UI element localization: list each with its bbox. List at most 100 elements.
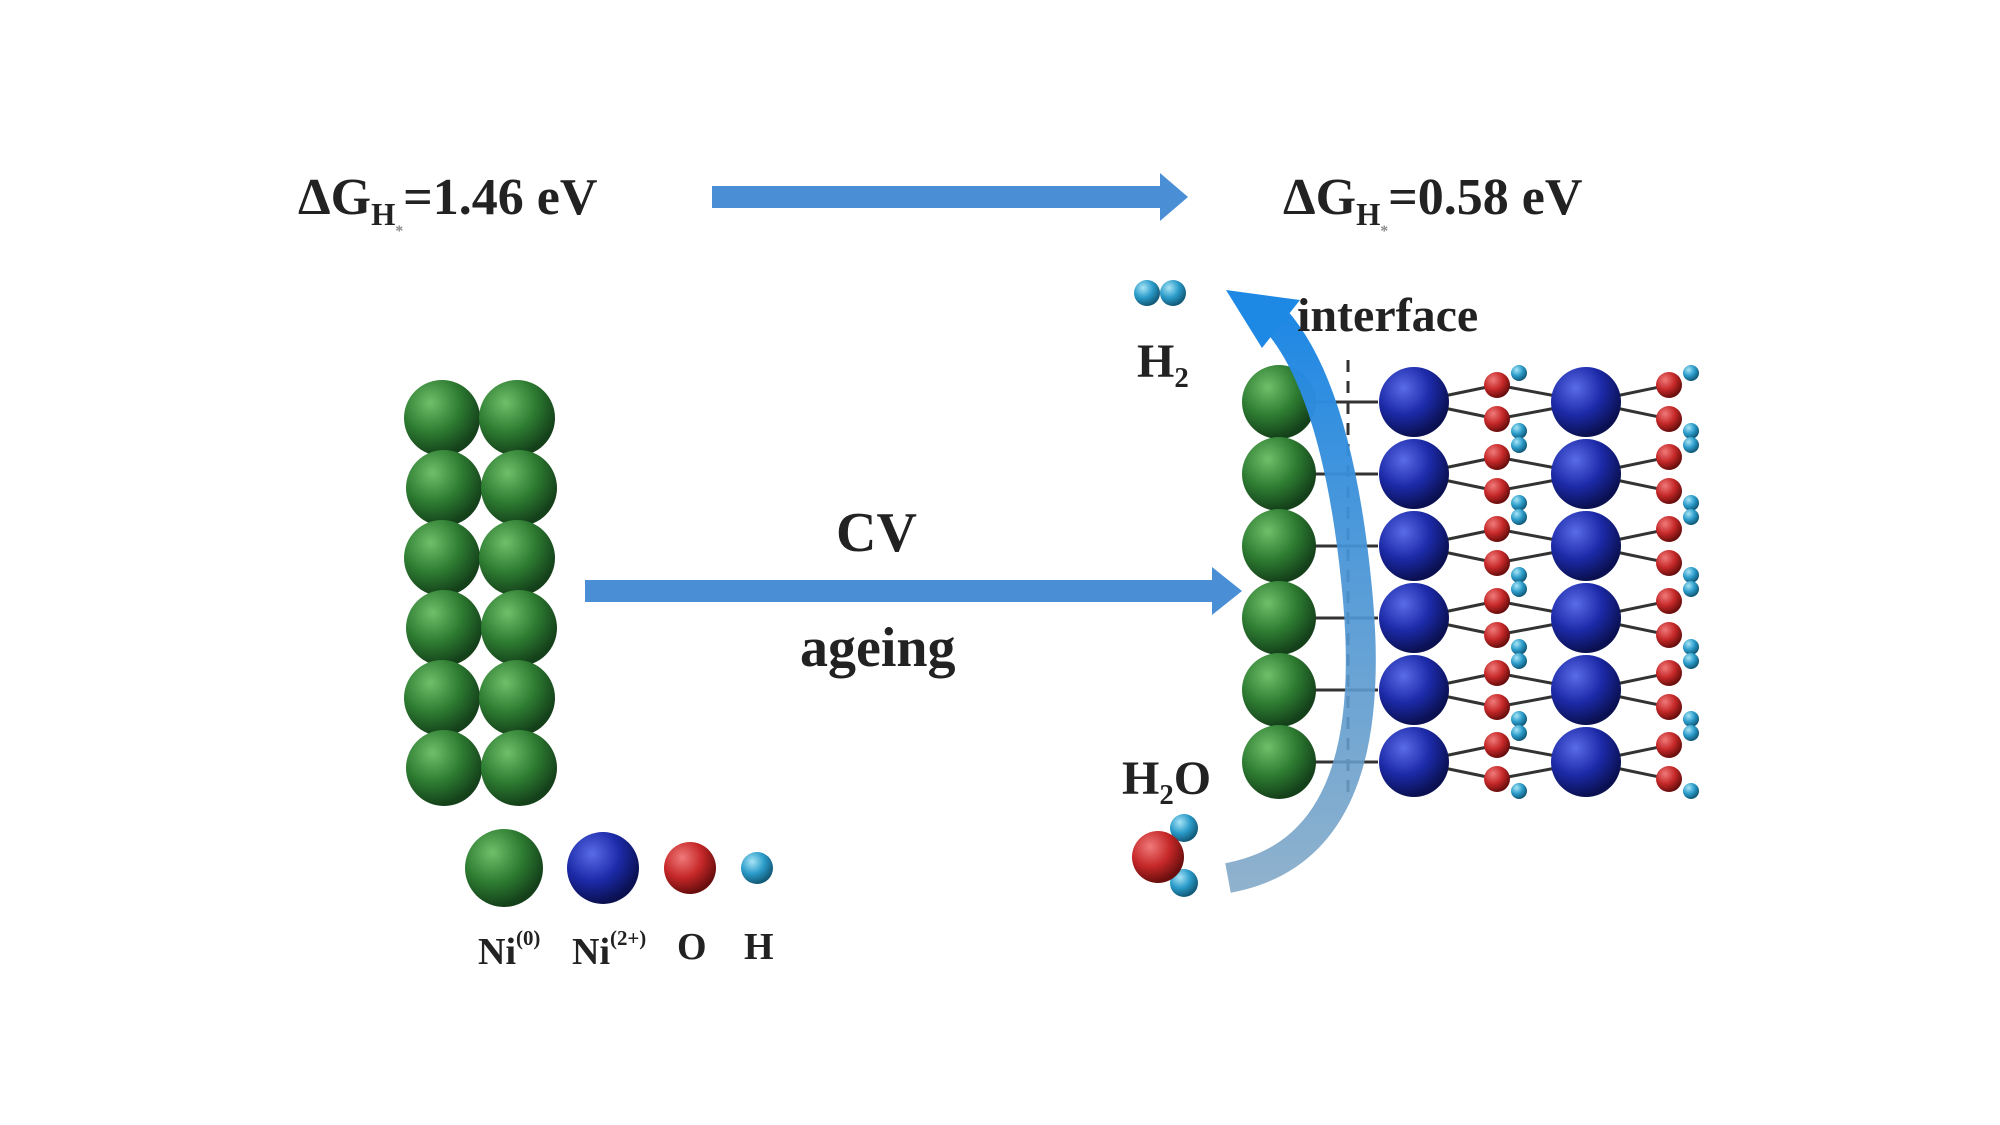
ni0-slab-initial xyxy=(404,380,557,806)
oxygen-atom xyxy=(1656,622,1682,648)
hydrogen-atom xyxy=(1683,567,1699,583)
ni0-atom xyxy=(1242,725,1316,799)
oxygen-atom xyxy=(1484,406,1510,432)
hydrogen-atom xyxy=(1683,783,1699,799)
adsorption-mark: * xyxy=(1380,222,1389,240)
ni-niooh-structure xyxy=(1242,365,1699,799)
ni2-atom xyxy=(1551,583,1621,653)
hydrogen-atom xyxy=(1683,653,1699,669)
oxygen-atom xyxy=(1656,406,1682,432)
oxygen-atom xyxy=(1484,766,1510,792)
legend-ni0-sphere xyxy=(465,829,543,907)
oxygen-atom xyxy=(1656,478,1682,504)
h2o-label: H2O xyxy=(1122,752,1212,812)
oxygen-atom xyxy=(1484,732,1510,758)
oxygen-atom xyxy=(1656,732,1682,758)
ni0-atom xyxy=(481,450,557,526)
adsorption-mark: * xyxy=(395,222,404,240)
ni2-atom xyxy=(1379,655,1449,725)
hydrogen-atom xyxy=(1511,365,1527,381)
oxygen-atom xyxy=(1484,478,1510,504)
ni0-atom xyxy=(479,520,555,596)
oxygen-atom xyxy=(1656,550,1682,576)
ni2-atom xyxy=(1551,367,1621,437)
ni0-atom xyxy=(406,450,482,526)
delta-g-symbol: ΔG xyxy=(298,169,372,226)
hydrogen-atom xyxy=(1511,423,1527,439)
hydrogen-atom xyxy=(1683,495,1699,511)
hydrogen-atom xyxy=(1683,639,1699,655)
ni0-atom xyxy=(1242,653,1316,727)
legend-o-sphere xyxy=(664,842,716,894)
hydrogen-atom xyxy=(1511,437,1527,453)
cv-label: CV xyxy=(836,502,917,564)
oxygen-atom xyxy=(1484,516,1510,542)
delta-g-before-value: =1.46 eV xyxy=(403,169,598,226)
ni2-atom xyxy=(1551,727,1621,797)
oxygen-atom xyxy=(1484,588,1510,614)
oxygen-atom xyxy=(1656,588,1682,614)
ni0-atom xyxy=(481,590,557,666)
legend-label-h: H xyxy=(744,926,774,968)
oxygen-atom xyxy=(1484,372,1510,398)
hydrogen-atom xyxy=(1683,725,1699,741)
hydrogen-atom xyxy=(1511,581,1527,597)
h2-label: H2 xyxy=(1137,335,1189,395)
ni0-atom xyxy=(404,660,480,736)
hydrogen-atom xyxy=(1511,495,1527,511)
ni0-atom xyxy=(406,730,482,806)
oxygen-atom xyxy=(1656,372,1682,398)
h2-molecule xyxy=(1134,280,1186,306)
delta-g-subscript: H* xyxy=(371,196,404,240)
hydrogen-atom xyxy=(1511,725,1527,741)
oxygen-atom xyxy=(1484,550,1510,576)
reaction-curve-arrow xyxy=(1224,290,1376,893)
oxygen-atom xyxy=(1656,660,1682,686)
hydrogen-atom xyxy=(1511,783,1527,799)
ni2-atom xyxy=(1379,727,1449,797)
oxygen-atom xyxy=(1484,622,1510,648)
ni0-atom xyxy=(1242,581,1316,655)
hydrogen-atom xyxy=(1683,437,1699,453)
hydrogen-atom xyxy=(1683,423,1699,439)
legend-label-ni0: Ni(0) xyxy=(478,926,541,973)
hydrogen-atom xyxy=(1511,711,1527,727)
legend-ni2-sphere xyxy=(567,832,639,904)
oxygen-atom xyxy=(1656,766,1682,792)
interface-label: interface xyxy=(1297,289,1479,342)
ni0-atom xyxy=(481,730,557,806)
hydrogen-atom xyxy=(1683,365,1699,381)
h2o-molecule xyxy=(1132,814,1198,897)
legend-label-ni2: Ni(2+) xyxy=(572,926,647,973)
ni0-atom xyxy=(406,590,482,666)
ni2-atom xyxy=(1551,511,1621,581)
oxygen-atom xyxy=(1484,660,1510,686)
ni0-atom xyxy=(1242,437,1316,511)
oxygen-atom xyxy=(1656,694,1682,720)
hydrogen-atom xyxy=(1511,567,1527,583)
hydrogen-atom xyxy=(1511,639,1527,655)
ni0-atom xyxy=(1242,509,1316,583)
ni2-atom xyxy=(1379,367,1449,437)
ni0-atom xyxy=(404,380,480,456)
ni0-atom xyxy=(479,660,555,736)
ni2-atom xyxy=(1551,439,1621,509)
ni0-atom xyxy=(404,520,480,596)
ni0-atom xyxy=(479,380,555,456)
ni2-atom xyxy=(1379,439,1449,509)
delta-g-before-label: ΔGH*=1.46 eV xyxy=(298,169,598,240)
delta-g-symbol: ΔG xyxy=(1283,169,1357,226)
legend-h-sphere xyxy=(741,852,773,884)
ni2-atom xyxy=(1379,511,1449,581)
ni2-atom xyxy=(1551,655,1621,725)
ni2-atom xyxy=(1379,583,1449,653)
hydrogen-atom xyxy=(1511,509,1527,525)
delta-g-after-value: =0.58 eV xyxy=(1388,169,1583,226)
hydrogen-atom xyxy=(1683,509,1699,525)
oxygen-atom xyxy=(1484,444,1510,470)
oxygen-atom xyxy=(1656,444,1682,470)
cv-ageing-arrow xyxy=(585,567,1242,615)
hydrogen-atom xyxy=(1683,711,1699,727)
